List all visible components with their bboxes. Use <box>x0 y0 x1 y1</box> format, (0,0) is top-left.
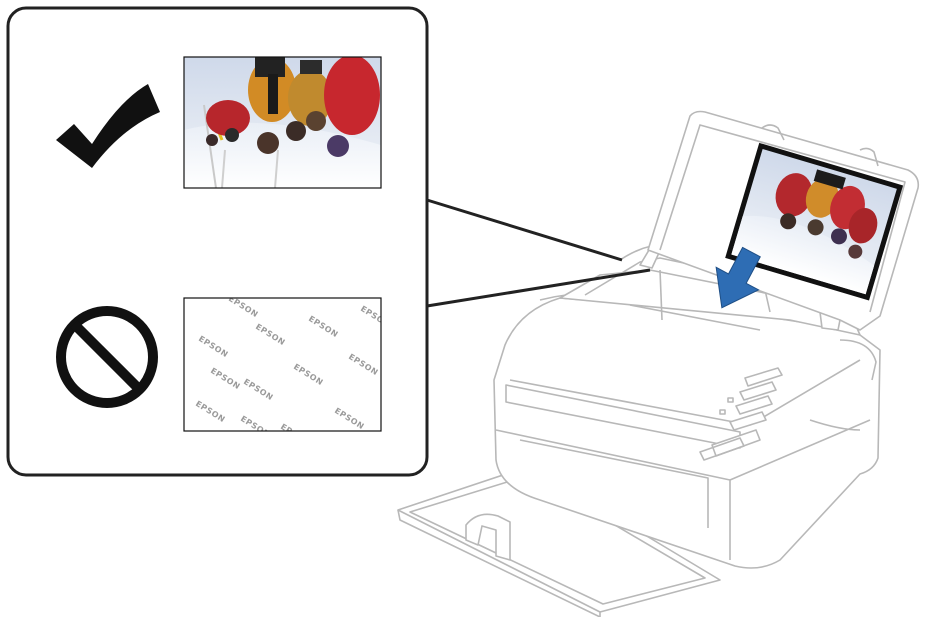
correct-photo-sample <box>184 55 381 188</box>
